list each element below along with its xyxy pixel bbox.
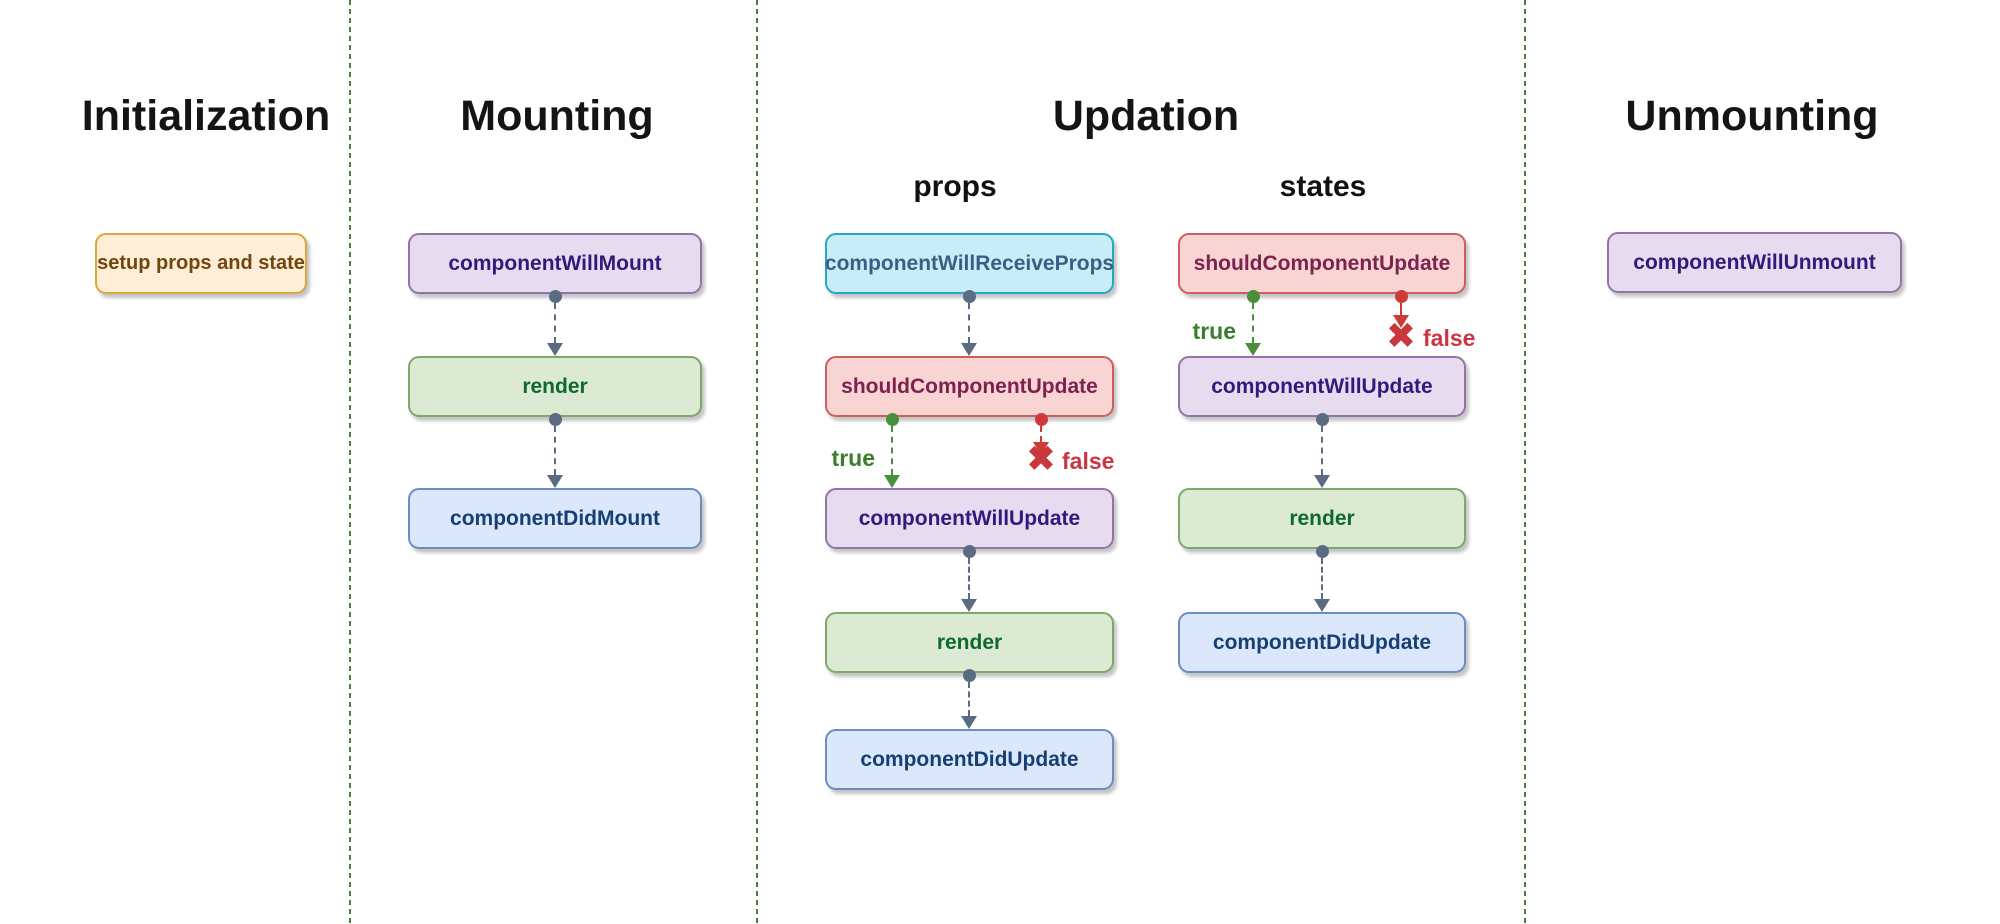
branch-arrow-true — [1245, 290, 1261, 356]
node-component-will-unmount: componentWillUnmount — [1607, 232, 1902, 293]
arrow-dot — [1394, 290, 1408, 303]
column-label-states: states — [1279, 170, 1367, 203]
node-component-will-mount: componentWillMount — [408, 233, 702, 294]
arrow-line — [968, 682, 970, 716]
arrowhead-icon — [1033, 442, 1049, 455]
node-component-will-update-states: componentWillUpdate — [1178, 356, 1466, 417]
arrow-dot — [962, 669, 976, 682]
arrow-line — [1321, 426, 1323, 475]
arrowhead-icon — [961, 716, 977, 729]
arrow-dot — [885, 413, 899, 426]
section-title-updation: Updation — [1052, 92, 1240, 140]
arrow-dot — [1315, 413, 1329, 426]
flow-arrow — [961, 290, 977, 356]
arrow-dot — [1034, 413, 1048, 426]
arrow-line — [1400, 303, 1402, 315]
section-title-unmounting: Unmounting — [1625, 92, 1879, 140]
section-title-initialization: Initialization — [81, 92, 331, 140]
arrow-dot — [548, 413, 562, 426]
arrow-line — [1252, 303, 1254, 343]
flow-arrow — [1314, 545, 1330, 612]
false-x-icon: ✖ — [1025, 438, 1057, 479]
section-divider — [349, 0, 351, 924]
node-render-states: render — [1178, 488, 1466, 549]
false-label: false — [1423, 325, 1476, 351]
arrowhead-icon — [961, 343, 977, 356]
node-render-props: render — [825, 612, 1114, 673]
node-component-will-update-props: componentWillUpdate — [825, 488, 1114, 549]
arrowhead-icon — [1314, 599, 1330, 612]
section-divider — [1524, 0, 1526, 924]
arrow-dot — [962, 290, 976, 303]
section-divider — [756, 0, 758, 924]
flow-arrow — [961, 669, 977, 729]
arrow-line — [554, 303, 556, 343]
arrow-line — [1040, 426, 1042, 442]
section-title-mounting: Mounting — [460, 92, 654, 140]
node-component-did-update-states: componentDidUpdate — [1178, 612, 1466, 673]
arrow-line — [1321, 558, 1323, 599]
flow-arrow — [1314, 413, 1330, 488]
branch-arrow-false — [1033, 413, 1049, 455]
true-label: true — [831, 445, 875, 471]
false-x-icon: ✖ — [1385, 315, 1417, 356]
arrowhead-icon — [1393, 315, 1409, 328]
arrow-line — [554, 426, 556, 475]
flow-arrow — [961, 545, 977, 612]
arrowhead-icon — [1245, 343, 1261, 356]
node-should-component-update-states: shouldComponentUpdate — [1178, 233, 1466, 294]
node-component-did-update-props: componentDidUpdate — [825, 729, 1114, 790]
node-component-will-receive-props: componentWillReceiveProps — [825, 233, 1114, 294]
branch-arrow-false — [1393, 290, 1409, 328]
node-component-did-mount: componentDidMount — [408, 488, 702, 549]
arrowhead-icon — [547, 475, 563, 488]
node-should-component-update-props: shouldComponentUpdate — [825, 356, 1114, 417]
arrowhead-icon — [1314, 475, 1330, 488]
arrow-dot — [1315, 545, 1329, 558]
arrow-dot — [1246, 290, 1260, 303]
arrow-dot — [548, 290, 562, 303]
node-setup-props-and-state: setup props and state — [95, 233, 307, 294]
flow-arrow — [547, 413, 563, 488]
flow-arrow — [547, 290, 563, 356]
arrow-line — [968, 303, 970, 343]
arrow-line — [891, 426, 893, 475]
branch-arrow-true — [884, 413, 900, 488]
false-label: false — [1062, 448, 1115, 474]
true-label: true — [1192, 318, 1236, 344]
node-render-mounting: render — [408, 356, 702, 417]
arrowhead-icon — [547, 343, 563, 356]
arrow-dot — [962, 545, 976, 558]
arrowhead-icon — [884, 475, 900, 488]
column-label-props: props — [913, 170, 997, 203]
arrow-line — [968, 558, 970, 599]
arrowhead-icon — [961, 599, 977, 612]
